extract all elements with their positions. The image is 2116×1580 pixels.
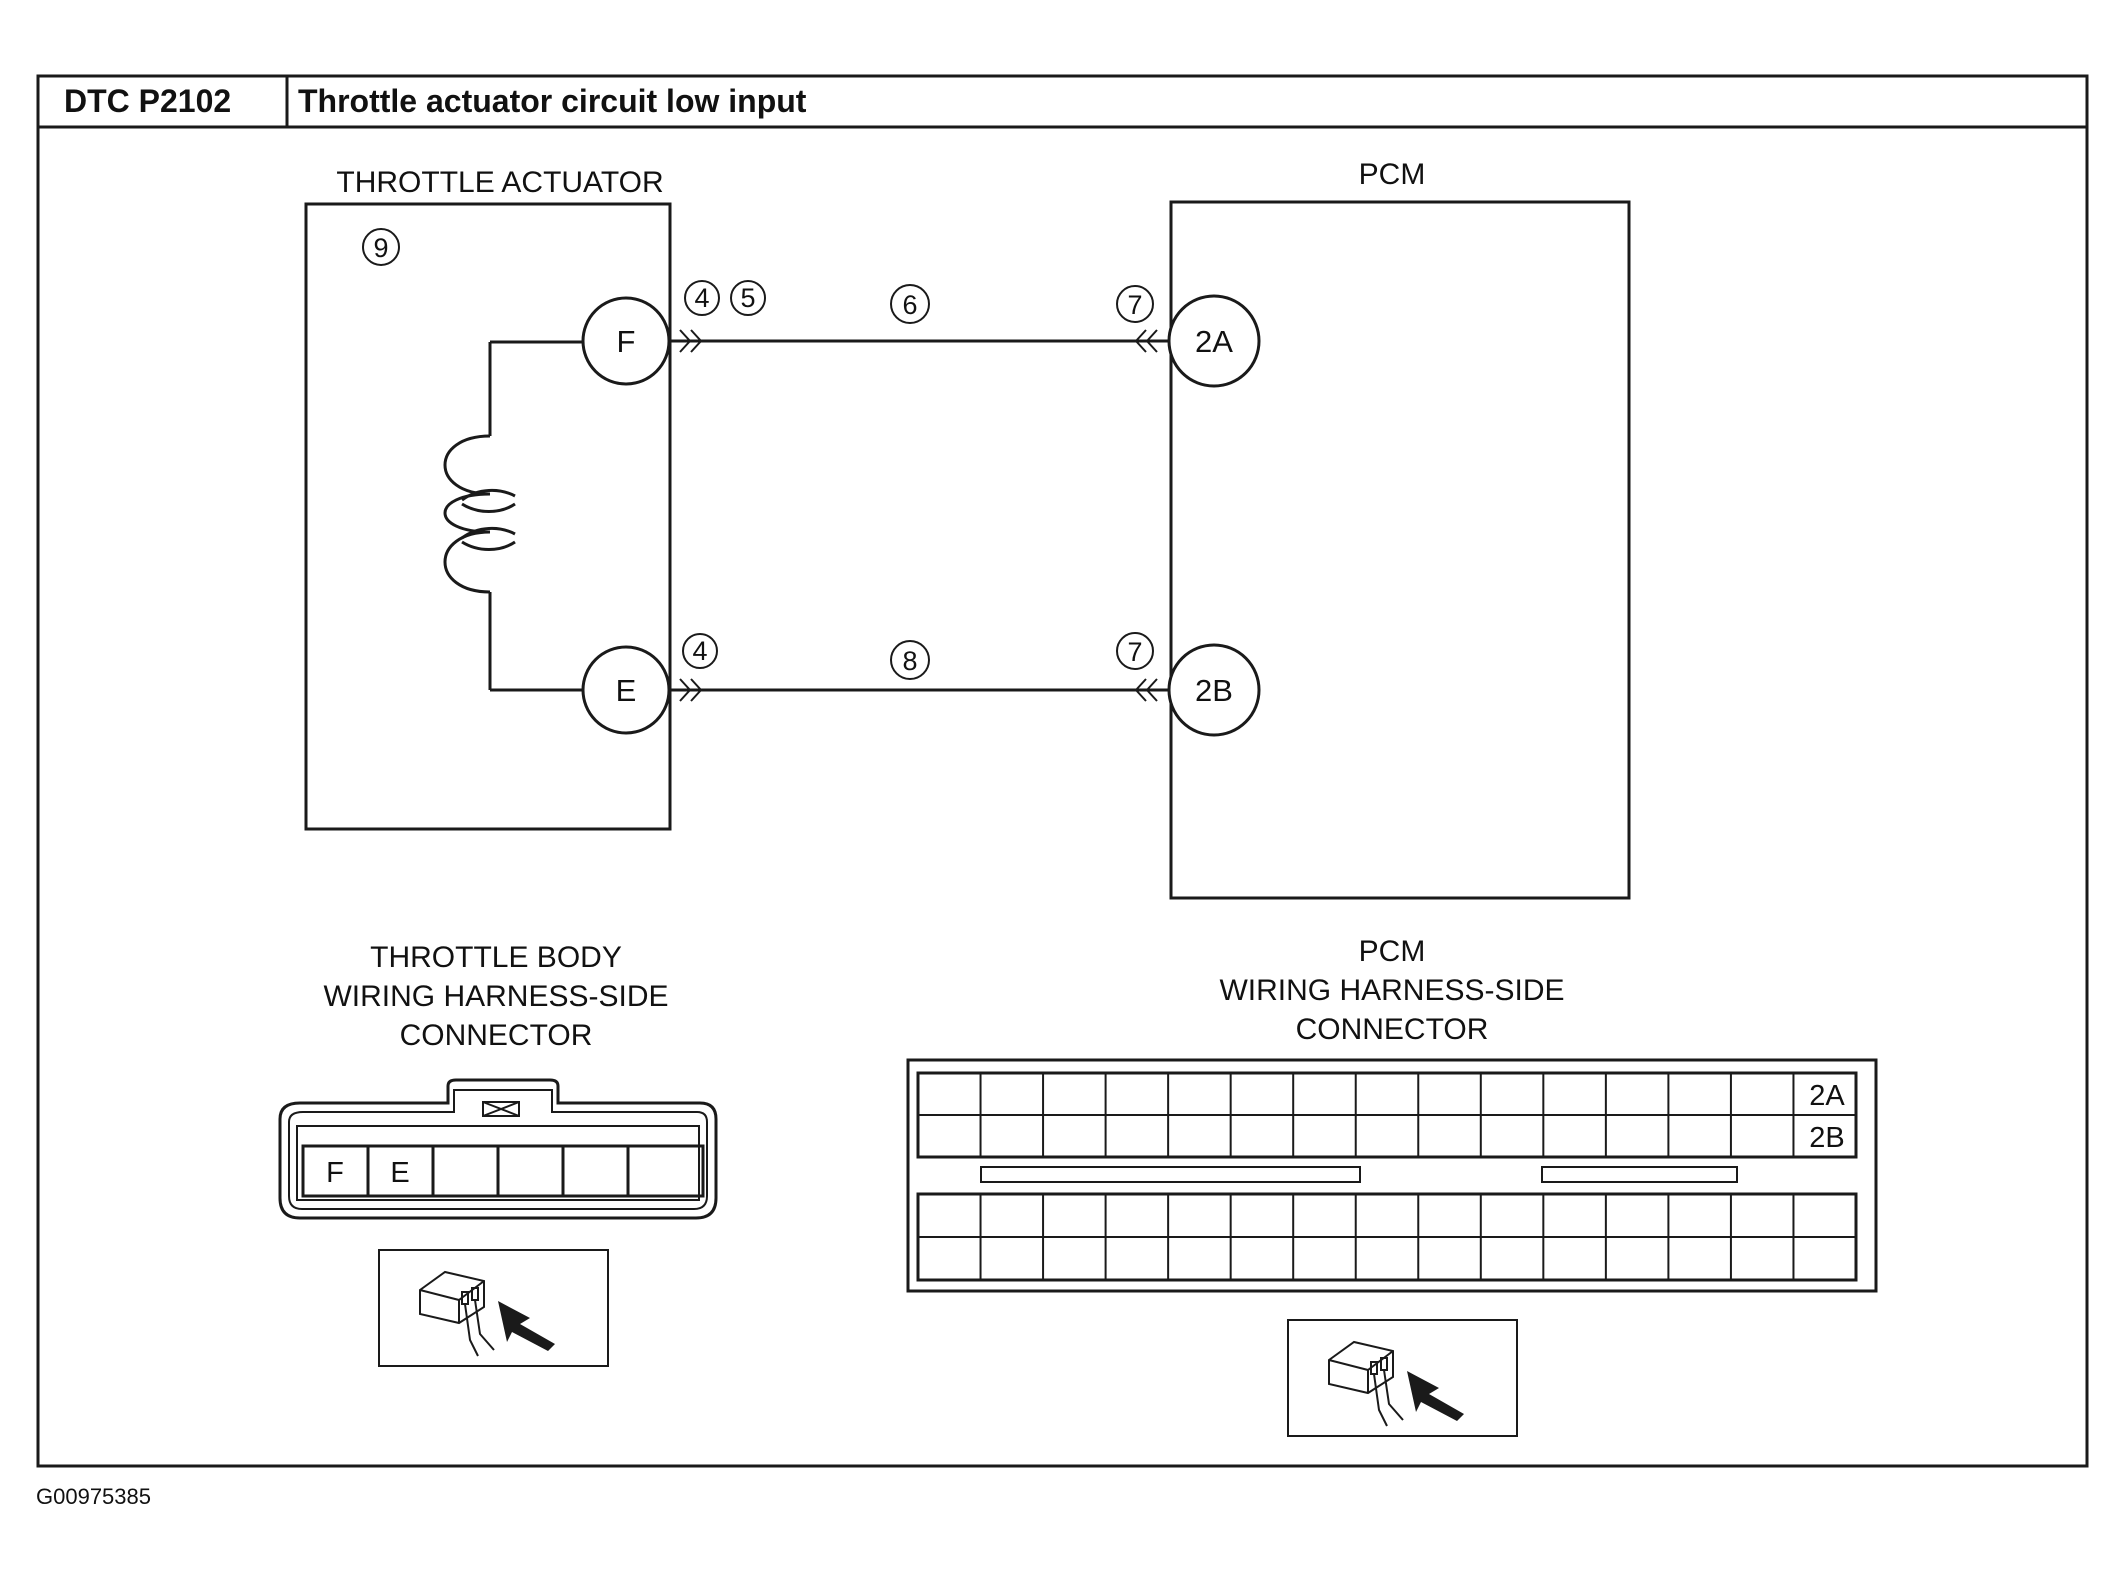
callout-4-bottom-circle (682, 633, 718, 669)
pcm-connector-title-3: CONNECTOR (1296, 1013, 1489, 1046)
pcm-connector-title-2: WIRING HARNESS-SIDE (1219, 974, 1564, 1007)
pin-f-circle (581, 296, 671, 386)
callout-6-circle (890, 284, 930, 324)
callout-4-top-circle (684, 280, 720, 316)
callout-8-circle (890, 640, 930, 680)
actuator-coil (443, 340, 583, 692)
tb-probe-inset (378, 1249, 609, 1367)
callout-4-top: 4 (694, 283, 709, 313)
tb-connector-title-3: CONNECTOR (400, 1019, 593, 1052)
dtc-code: DTC P2102 (64, 83, 231, 119)
dtc-title: Throttle actuator circuit low input (298, 83, 807, 119)
pin-2b-label: 2B (1195, 673, 1233, 708)
tb-terminal-f: F (326, 1157, 344, 1189)
diagram-frame (36, 74, 2089, 1468)
callout-9: 9 (373, 233, 388, 263)
callout-5-circle (730, 280, 766, 316)
callout-6: 6 (902, 290, 917, 320)
figure-id: G00975385 (36, 1484, 151, 1509)
tb-connector-title-1: THROTTLE BODY (370, 941, 622, 974)
tb-connector-title-2: WIRING HARNESS-SIDE (323, 980, 668, 1013)
callout-7-top: 7 (1127, 290, 1142, 320)
pcm-box (1169, 200, 1631, 900)
callout-8: 8 (902, 646, 917, 676)
callout-7-bottom-circle (1116, 632, 1154, 670)
pin-e-label: E (616, 673, 637, 708)
callout-9-circle (362, 228, 400, 266)
callout-7-top-circle (1116, 285, 1154, 323)
pcm-row-2a: 2A (1809, 1080, 1845, 1112)
throttle-body-connector (278, 1078, 718, 1220)
callout-5: 5 (740, 283, 755, 313)
pcm-title: PCM (1359, 158, 1426, 191)
pcm-row-2b: 2B (1809, 1122, 1844, 1154)
pcm-connector-title-1: PCM (1359, 935, 1426, 968)
throttle-actuator-title: THROTTLE ACTUATOR (336, 166, 663, 199)
callout-7-bottom: 7 (1127, 637, 1142, 667)
pin-e-circle (581, 645, 671, 735)
wire-e-2b (670, 678, 1169, 702)
wire-f-2a (670, 329, 1169, 353)
throttle-actuator-box (304, 202, 672, 831)
tb-terminal-e: E (390, 1157, 409, 1189)
pin-f-label: F (617, 324, 636, 359)
callout-4-bottom: 4 (692, 636, 707, 666)
pin-2a-label: 2A (1195, 324, 1233, 359)
pcm-connector (906, 1058, 1878, 1293)
pcm-probe-inset (1287, 1319, 1518, 1437)
